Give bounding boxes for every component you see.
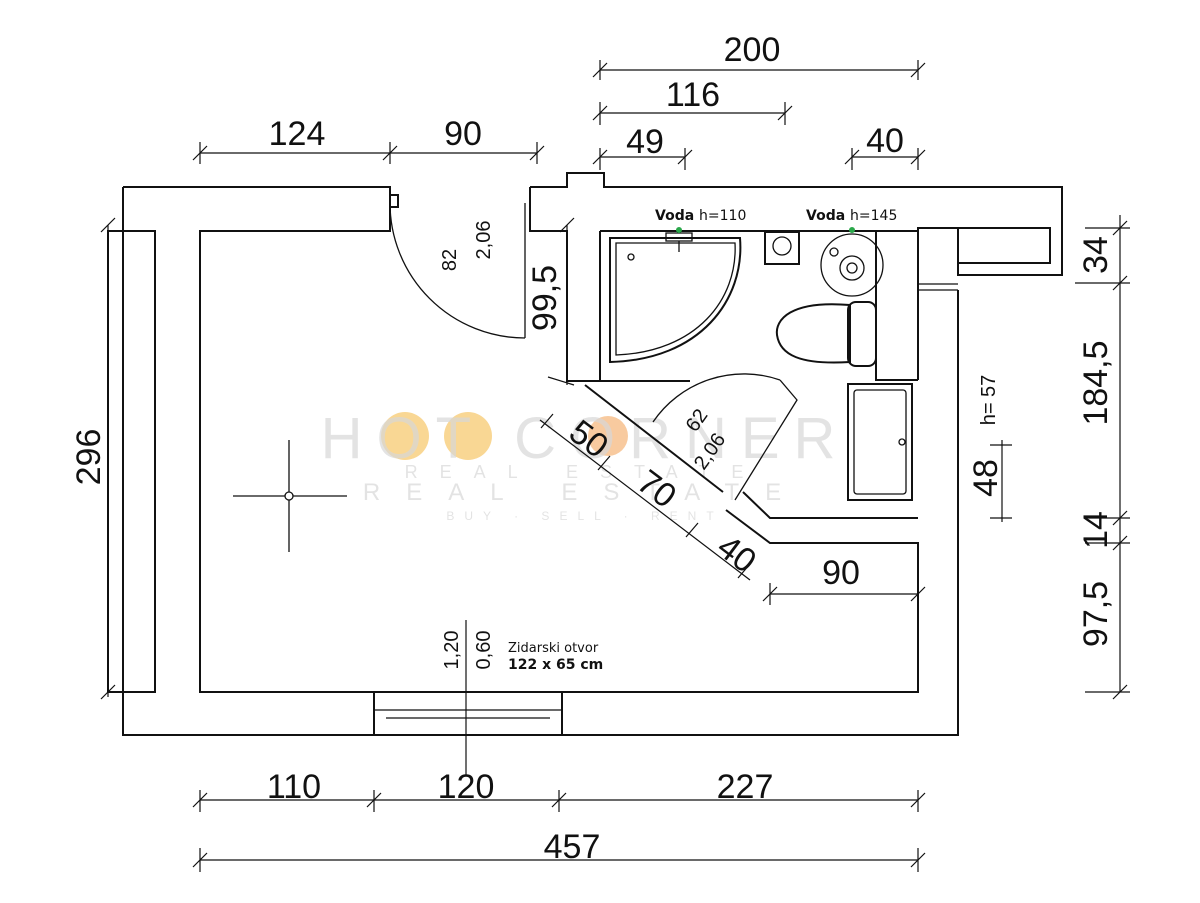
tap-icon	[829, 247, 839, 257]
dim-diag-40: 40	[710, 528, 763, 581]
bathroom-left-inner	[599, 231, 690, 382]
shower-drain-icon	[627, 253, 635, 261]
opening-title: Zidarski otvor	[508, 641, 599, 656]
watermark-house-icon	[588, 416, 628, 456]
water-label-2-word: Voda	[806, 208, 845, 224]
dim-wall-995: 99,5	[526, 265, 564, 331]
sink-basin	[853, 389, 907, 495]
dim-top-90: 90	[444, 115, 482, 153]
boiler-circle	[772, 236, 792, 256]
dim-right-1845: 184,5	[1077, 340, 1115, 425]
vanity-wall	[742, 491, 918, 519]
dim-right-975: 97,5	[1077, 581, 1115, 647]
dim-top-49: 49	[626, 123, 664, 161]
dim-window-120: 1,20	[441, 631, 463, 670]
water-label-2: Voda h=145	[806, 208, 897, 224]
dim-right-34: 34	[1077, 236, 1115, 274]
boiler-box	[764, 231, 800, 265]
washbasin-bowl	[839, 255, 865, 281]
ceiling-light-icon	[284, 491, 294, 501]
watermark-sun-icon	[381, 412, 429, 460]
dim-door-82: 82	[439, 249, 461, 271]
watermark-sun-icon	[444, 412, 492, 460]
dim-right-14: 14	[1077, 511, 1115, 549]
water-point-icon	[849, 227, 855, 233]
watermark-tagline: BUY · SELL · RENT	[446, 509, 723, 523]
sink-counter	[847, 383, 913, 501]
water-label-1-word: Voda	[655, 208, 694, 224]
corner-shower-tray	[609, 237, 742, 364]
dim-bottom-457: 457	[544, 828, 601, 866]
dim-height-57: h= 57	[978, 375, 1000, 426]
outer-wall-top-right	[530, 172, 1063, 380]
corner-shower-inner	[615, 242, 736, 356]
fixtures	[233, 227, 884, 736]
dim-door-206: 2,06	[473, 221, 495, 260]
watermark-subtitle: REAL ESTATE	[405, 462, 766, 482]
dim-window-060: 0,60	[473, 631, 495, 670]
dim-left-296: 296	[70, 429, 108, 486]
dim-top-200: 200	[724, 31, 781, 69]
round-washbasin	[820, 233, 884, 297]
watermark-subtitle-2: REAL ESTATE	[363, 479, 807, 506]
dim-top-116: 116	[666, 76, 720, 114]
left-wall	[107, 230, 156, 693]
dim-bottom-110: 110	[267, 768, 321, 806]
window-frame	[373, 691, 563, 736]
dimension-lines	[100, 60, 1130, 872]
door-jamb	[389, 194, 399, 208]
watermark-title: HOT CORNER	[321, 406, 850, 471]
water-point-icon	[676, 227, 682, 233]
bathroom-door-arc	[652, 373, 781, 423]
doors	[389, 194, 798, 501]
dim-inner-90: 90	[822, 554, 860, 592]
dim-top-40: 40	[866, 122, 904, 160]
water-label-1: Voda h=110	[655, 208, 746, 224]
dim-right-48: 48	[967, 459, 1005, 497]
opening-size: 122 x 65 cm	[508, 657, 603, 673]
washbasin-drain-icon	[846, 262, 858, 274]
dim-bottom-227: 227	[717, 768, 774, 806]
dim-bottom-120: 120	[438, 768, 495, 806]
toilet-partition	[875, 231, 918, 381]
entrance-door-arc	[389, 202, 526, 339]
sink-drain-icon	[898, 438, 906, 446]
diagonal-wall	[584, 384, 724, 493]
water-label-1-height: h=110	[699, 208, 746, 224]
watermark: HOT CORNER REAL ESTATE REAL ESTATE BUY ·…	[321, 406, 850, 523]
water-label-2-height: h=145	[850, 208, 897, 224]
toilet-tank	[847, 301, 877, 367]
dimension-labels: 200 116 124 90 49 40 82 2,06 99,5 62 2,0…	[70, 31, 1115, 866]
dim-top-124: 124	[269, 115, 326, 153]
bathroom-door-leaf	[734, 379, 798, 501]
toilet-bowl	[775, 303, 851, 364]
wall-niche	[957, 227, 1051, 264]
annotations: Voda h=110 Voda h=145 Zidarski otvor 122…	[508, 208, 897, 673]
